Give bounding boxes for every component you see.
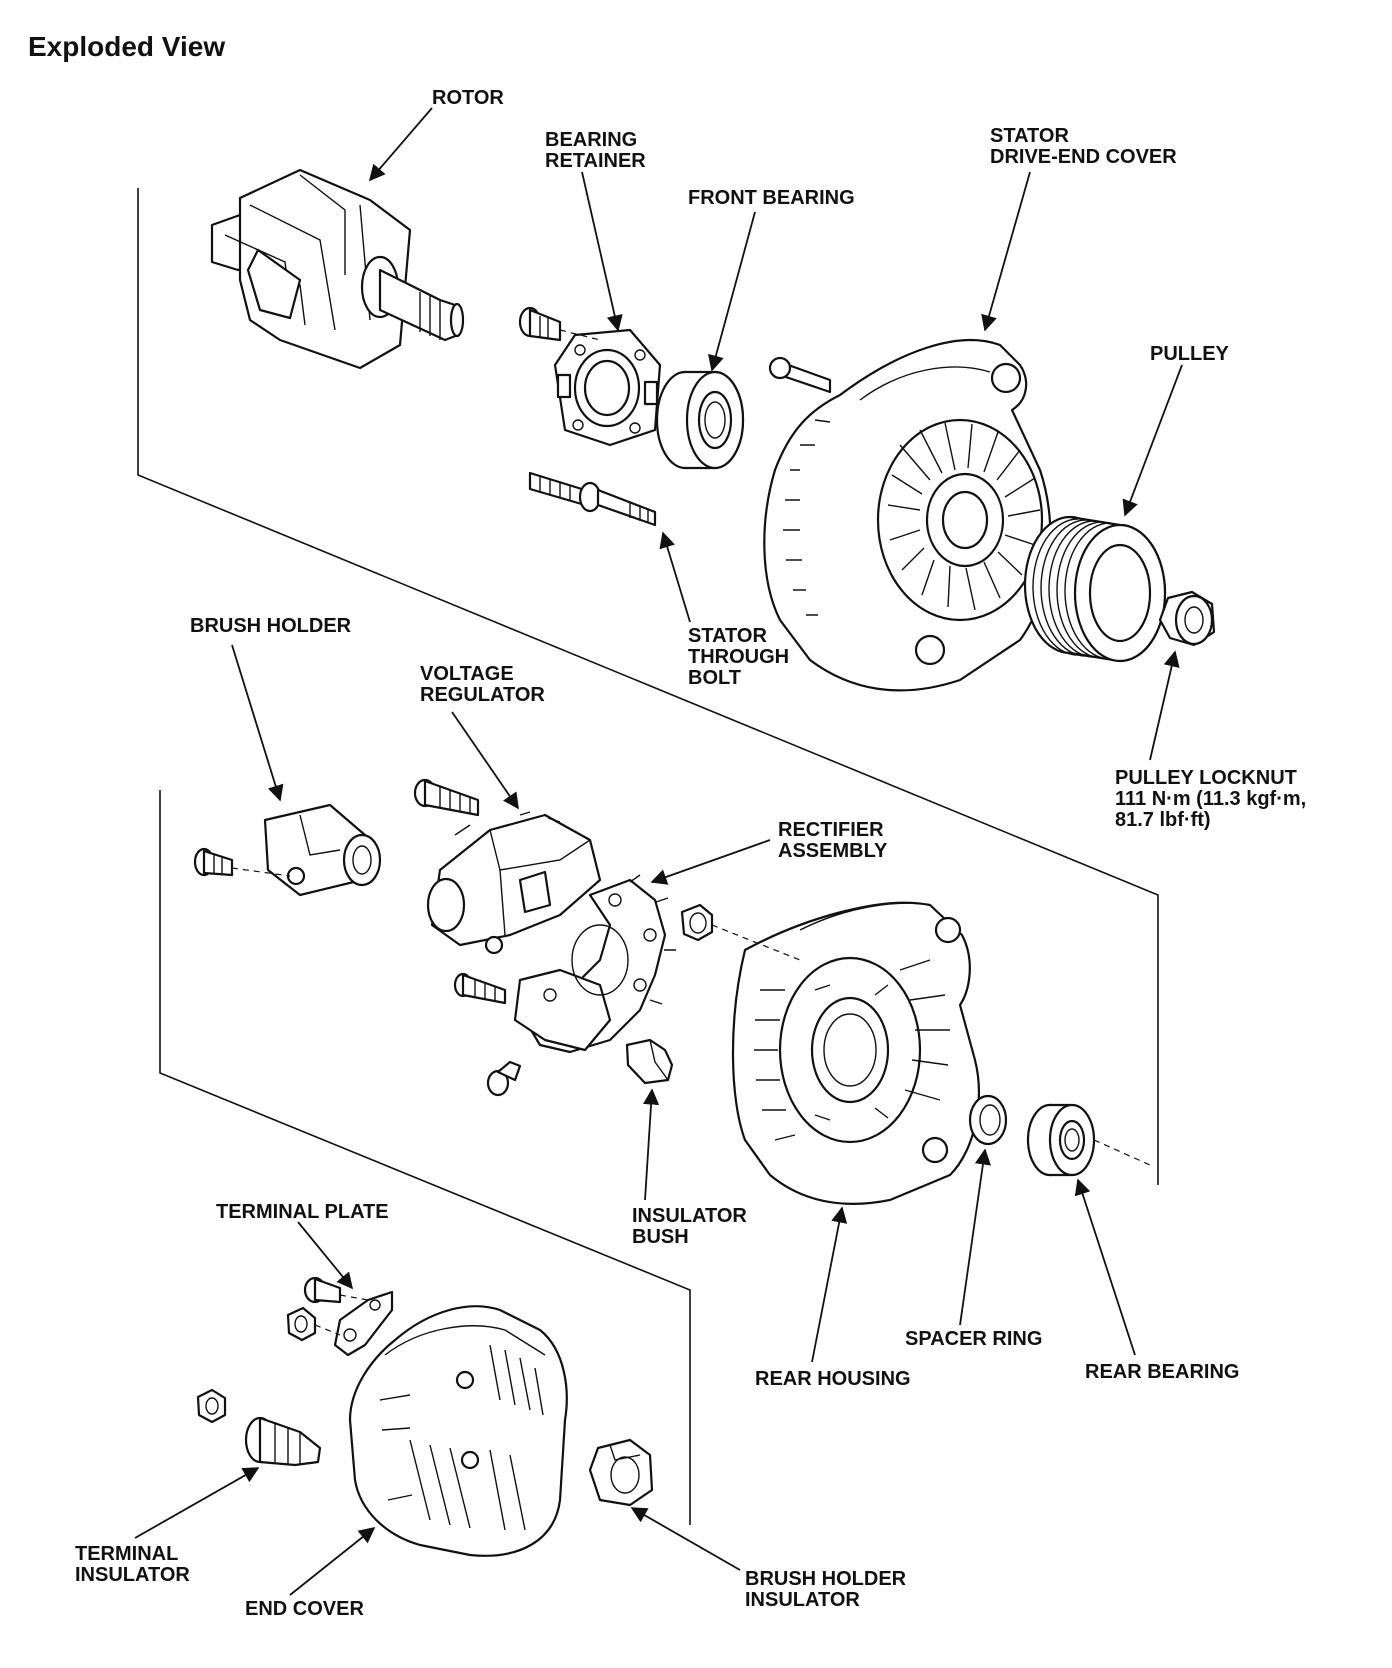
label-insulator-bush-line1: INSULATOR: [632, 1205, 747, 1227]
voltage-regulator-part: [426, 811, 602, 955]
label-pulley: PULLEY: [1150, 343, 1230, 365]
leader-arrows: [134, 107, 1183, 1596]
rear-housing-nut: [680, 903, 801, 961]
label-voltage-regulator-line1: VOLTAGE: [420, 663, 514, 685]
label-stator-line1: STATOR: [990, 125, 1069, 147]
front-bearing-part: [655, 370, 745, 470]
bearing-retainer-screw: [518, 306, 601, 342]
spacer-ring-part: [968, 1094, 1008, 1146]
terminal-plate-screw: [303, 1276, 369, 1304]
label-rear-housing: REAR HOUSING: [755, 1368, 911, 1390]
labels: ROTOR BEARING RETAINER FRONT BEARING STA…: [75, 87, 1306, 1620]
label-stator-through-bolt-line3: BOLT: [688, 667, 741, 689]
label-bearing-retainer-line1: BEARING: [545, 129, 637, 151]
terminal-nut: [286, 1306, 341, 1342]
pulley-part: [1023, 515, 1167, 663]
pulley-locknut-part: [1158, 590, 1216, 647]
label-brush-holder: BRUSH HOLDER: [190, 615, 352, 637]
rectifier-screw: [453, 972, 507, 1005]
stator-drive-end-cover-part: [763, 338, 1052, 692]
stator-through-bolt-part: [528, 471, 657, 527]
label-terminal-insulator-line1: TERMINAL: [75, 1543, 178, 1565]
label-front-bearing: FRONT BEARING: [688, 187, 855, 209]
bearing-retainer-part: [553, 328, 662, 447]
brush-holder-insulator-part: [588, 1438, 654, 1507]
brush-holder-screw: [193, 847, 291, 877]
label-rectifier-line1: RECTIFIER: [778, 819, 884, 841]
label-pulley-locknut-line1: PULLEY LOCKNUT: [1115, 767, 1297, 789]
label-terminal-insulator-line2: INSULATOR: [75, 1564, 190, 1586]
label-terminal-plate: TERMINAL PLATE: [216, 1201, 389, 1223]
label-spacer-ring: SPACER RING: [905, 1328, 1042, 1350]
label-brush-holder-insulator-line2: INSULATOR: [745, 1589, 860, 1611]
label-stator-through-bolt-line2: THROUGH: [688, 646, 789, 668]
terminal-plate-part: [333, 1290, 394, 1357]
label-rear-bearing: REAR BEARING: [1085, 1361, 1239, 1383]
terminal-insulator-part: [196, 1388, 322, 1467]
label-pulley-locknut-line2: 111 N·m (11.3 kgf·m,: [1115, 788, 1306, 810]
rotor-part: [210, 168, 465, 370]
page-title: Exploded View: [28, 31, 225, 62]
insulator-bush-part: [625, 1038, 674, 1085]
label-pulley-locknut-line3: 81.7 lbf·ft): [1115, 809, 1211, 831]
voltage-regulator-screw: [413, 778, 480, 817]
brush-holder-part: [263, 803, 382, 897]
label-voltage-regulator-line2: REGULATOR: [420, 684, 545, 706]
rear-bearing-part: [1026, 1103, 1151, 1177]
label-end-cover: END COVER: [245, 1598, 364, 1620]
rear-housing-part: [731, 901, 980, 1205]
label-brush-holder-insulator-line1: BRUSH HOLDER: [745, 1568, 907, 1590]
label-rotor: ROTOR: [432, 87, 504, 109]
lower-screw: [486, 1060, 522, 1097]
label-stator-through-bolt-line1: STATOR: [688, 625, 767, 647]
label-stator-line2: DRIVE-END COVER: [990, 146, 1177, 168]
label-bearing-retainer-line2: RETAINER: [545, 150, 646, 172]
alignment-lines: [137, 188, 1159, 1525]
label-insulator-bush-line2: BUSH: [632, 1226, 689, 1248]
label-rectifier-line2: ASSEMBLY: [778, 840, 888, 862]
rectifier-assembly-part: [513, 874, 676, 1054]
end-cover-part: [348, 1305, 568, 1557]
